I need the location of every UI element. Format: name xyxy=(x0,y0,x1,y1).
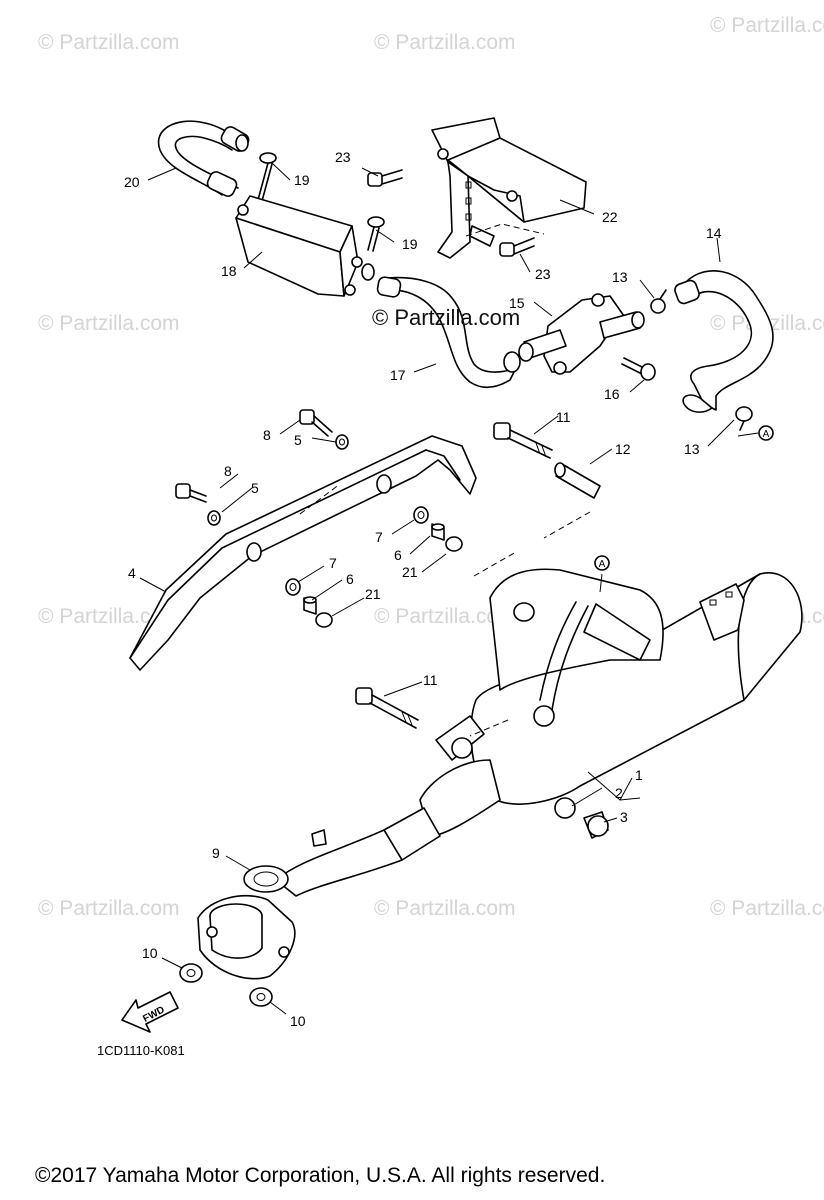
part-19-bolt-upper[interactable] xyxy=(257,152,277,202)
callout-19: 19 xyxy=(402,236,418,252)
callout-5: 5 xyxy=(294,432,302,448)
watermark: © Partzilla.com xyxy=(38,31,180,54)
callout-18: 18 xyxy=(221,263,237,279)
copyright: ©2017 Yamaha Motor Corporation, U.S.A. A… xyxy=(35,1164,606,1187)
callout-4: 4 xyxy=(128,565,136,581)
callout-3: 3 xyxy=(620,809,628,825)
part-17-hose[interactable] xyxy=(376,276,521,389)
callout-9: 9 xyxy=(212,845,220,861)
svg-text:A: A xyxy=(763,429,770,440)
callout-15: 15 xyxy=(509,295,525,311)
part-6-collar-upper[interactable] xyxy=(431,523,445,541)
callout-7: 7 xyxy=(329,555,337,571)
part-1-muffler[interactable] xyxy=(275,568,803,897)
watermark: © Partzilla.com xyxy=(710,14,824,37)
part-5-washer-upper[interactable] xyxy=(335,434,349,450)
part-21-cap-lower[interactable] xyxy=(315,612,333,628)
part-21-cap-upper[interactable] xyxy=(445,536,463,552)
callout-11: 11 xyxy=(556,409,571,425)
callout-13: 13 xyxy=(684,441,700,457)
part-18-canister[interactable] xyxy=(235,195,375,297)
callout-19: 19 xyxy=(294,172,310,188)
watermark: © Partzilla.com xyxy=(38,605,180,628)
diagram-code: 1CD1110-K081 xyxy=(97,1043,185,1058)
callout-21: 21 xyxy=(402,564,418,580)
part-10-nut-right[interactable] xyxy=(249,987,273,1007)
callout-22: 22 xyxy=(602,209,618,225)
callout-17: 17 xyxy=(390,367,406,383)
part-8-bolt-upper[interactable] xyxy=(299,409,333,437)
leader-lines xyxy=(139,162,759,1015)
part-12-collar[interactable] xyxy=(554,462,601,499)
part-9-gasket[interactable] xyxy=(243,865,289,893)
part-7-grommet-upper[interactable] xyxy=(413,506,429,524)
callout-1: 1 xyxy=(635,767,643,783)
callout-2: 2 xyxy=(615,785,623,801)
callout-16: 16 xyxy=(604,386,620,402)
part-11-bolt-lower[interactable] xyxy=(355,687,419,729)
callout-10: 10 xyxy=(142,945,158,961)
part-11-bolt-upper[interactable] xyxy=(493,422,553,459)
part-22-bracket[interactable] xyxy=(431,117,587,259)
callout-8: 8 xyxy=(263,427,271,443)
watermark: © Partzilla.com xyxy=(38,897,180,920)
exhaust-flange[interactable] xyxy=(197,894,296,980)
part-20-hose[interactable] xyxy=(157,120,251,198)
callout-6: 6 xyxy=(346,571,354,587)
part-23-bolt-lower[interactable] xyxy=(499,237,535,257)
fwd-arrow-icon: FWD xyxy=(121,991,179,1033)
watermark: © Partzilla.com xyxy=(374,605,516,628)
part-10-nut-left[interactable] xyxy=(179,963,203,983)
callout-12: 12 xyxy=(615,441,631,457)
center-watermark: © Partzilla.com xyxy=(372,305,521,330)
callout-6: 6 xyxy=(394,547,402,563)
part-16-screw[interactable] xyxy=(621,357,656,381)
callout-13: 13 xyxy=(612,269,628,285)
part-13-clamp-upper[interactable] xyxy=(650,289,667,314)
callout-21: 21 xyxy=(365,586,381,602)
part-13-clamp-lower[interactable] xyxy=(735,406,753,431)
callout-5: 5 xyxy=(251,480,259,496)
part-2-collar[interactable] xyxy=(554,797,576,819)
svg-text:A: A xyxy=(599,559,606,570)
callout-11: 11 xyxy=(423,672,438,688)
part-7-grommet-lower[interactable] xyxy=(285,578,301,596)
watermark: © Partzilla.com xyxy=(374,897,516,920)
part-8-bolt-lower[interactable] xyxy=(175,483,207,503)
part-4-protector[interactable] xyxy=(129,435,477,671)
part-5-washer-lower[interactable] xyxy=(207,510,221,526)
part-3-grommet[interactable] xyxy=(583,811,609,839)
part-15-valve[interactable] xyxy=(518,293,645,375)
callout-23: 23 xyxy=(535,266,551,282)
watermark: © Partzilla.com xyxy=(710,897,824,920)
part-19-bolt-lower[interactable] xyxy=(367,216,385,252)
callout-14: 14 xyxy=(706,225,722,241)
reference-mark-a-icon: A A xyxy=(594,425,774,571)
watermark: © Partzilla.com xyxy=(38,312,180,335)
part-23-bolt-upper[interactable] xyxy=(367,169,403,187)
callout-8: 8 xyxy=(224,463,232,479)
callout-7: 7 xyxy=(375,529,383,545)
callout-20: 20 xyxy=(124,174,140,190)
watermark: © Partzilla.com xyxy=(374,31,516,54)
part-6-collar-lower[interactable] xyxy=(303,596,317,615)
callout-23: 23 xyxy=(335,149,351,165)
callout-10: 10 xyxy=(290,1013,306,1029)
part-14-hose[interactable] xyxy=(673,270,774,413)
